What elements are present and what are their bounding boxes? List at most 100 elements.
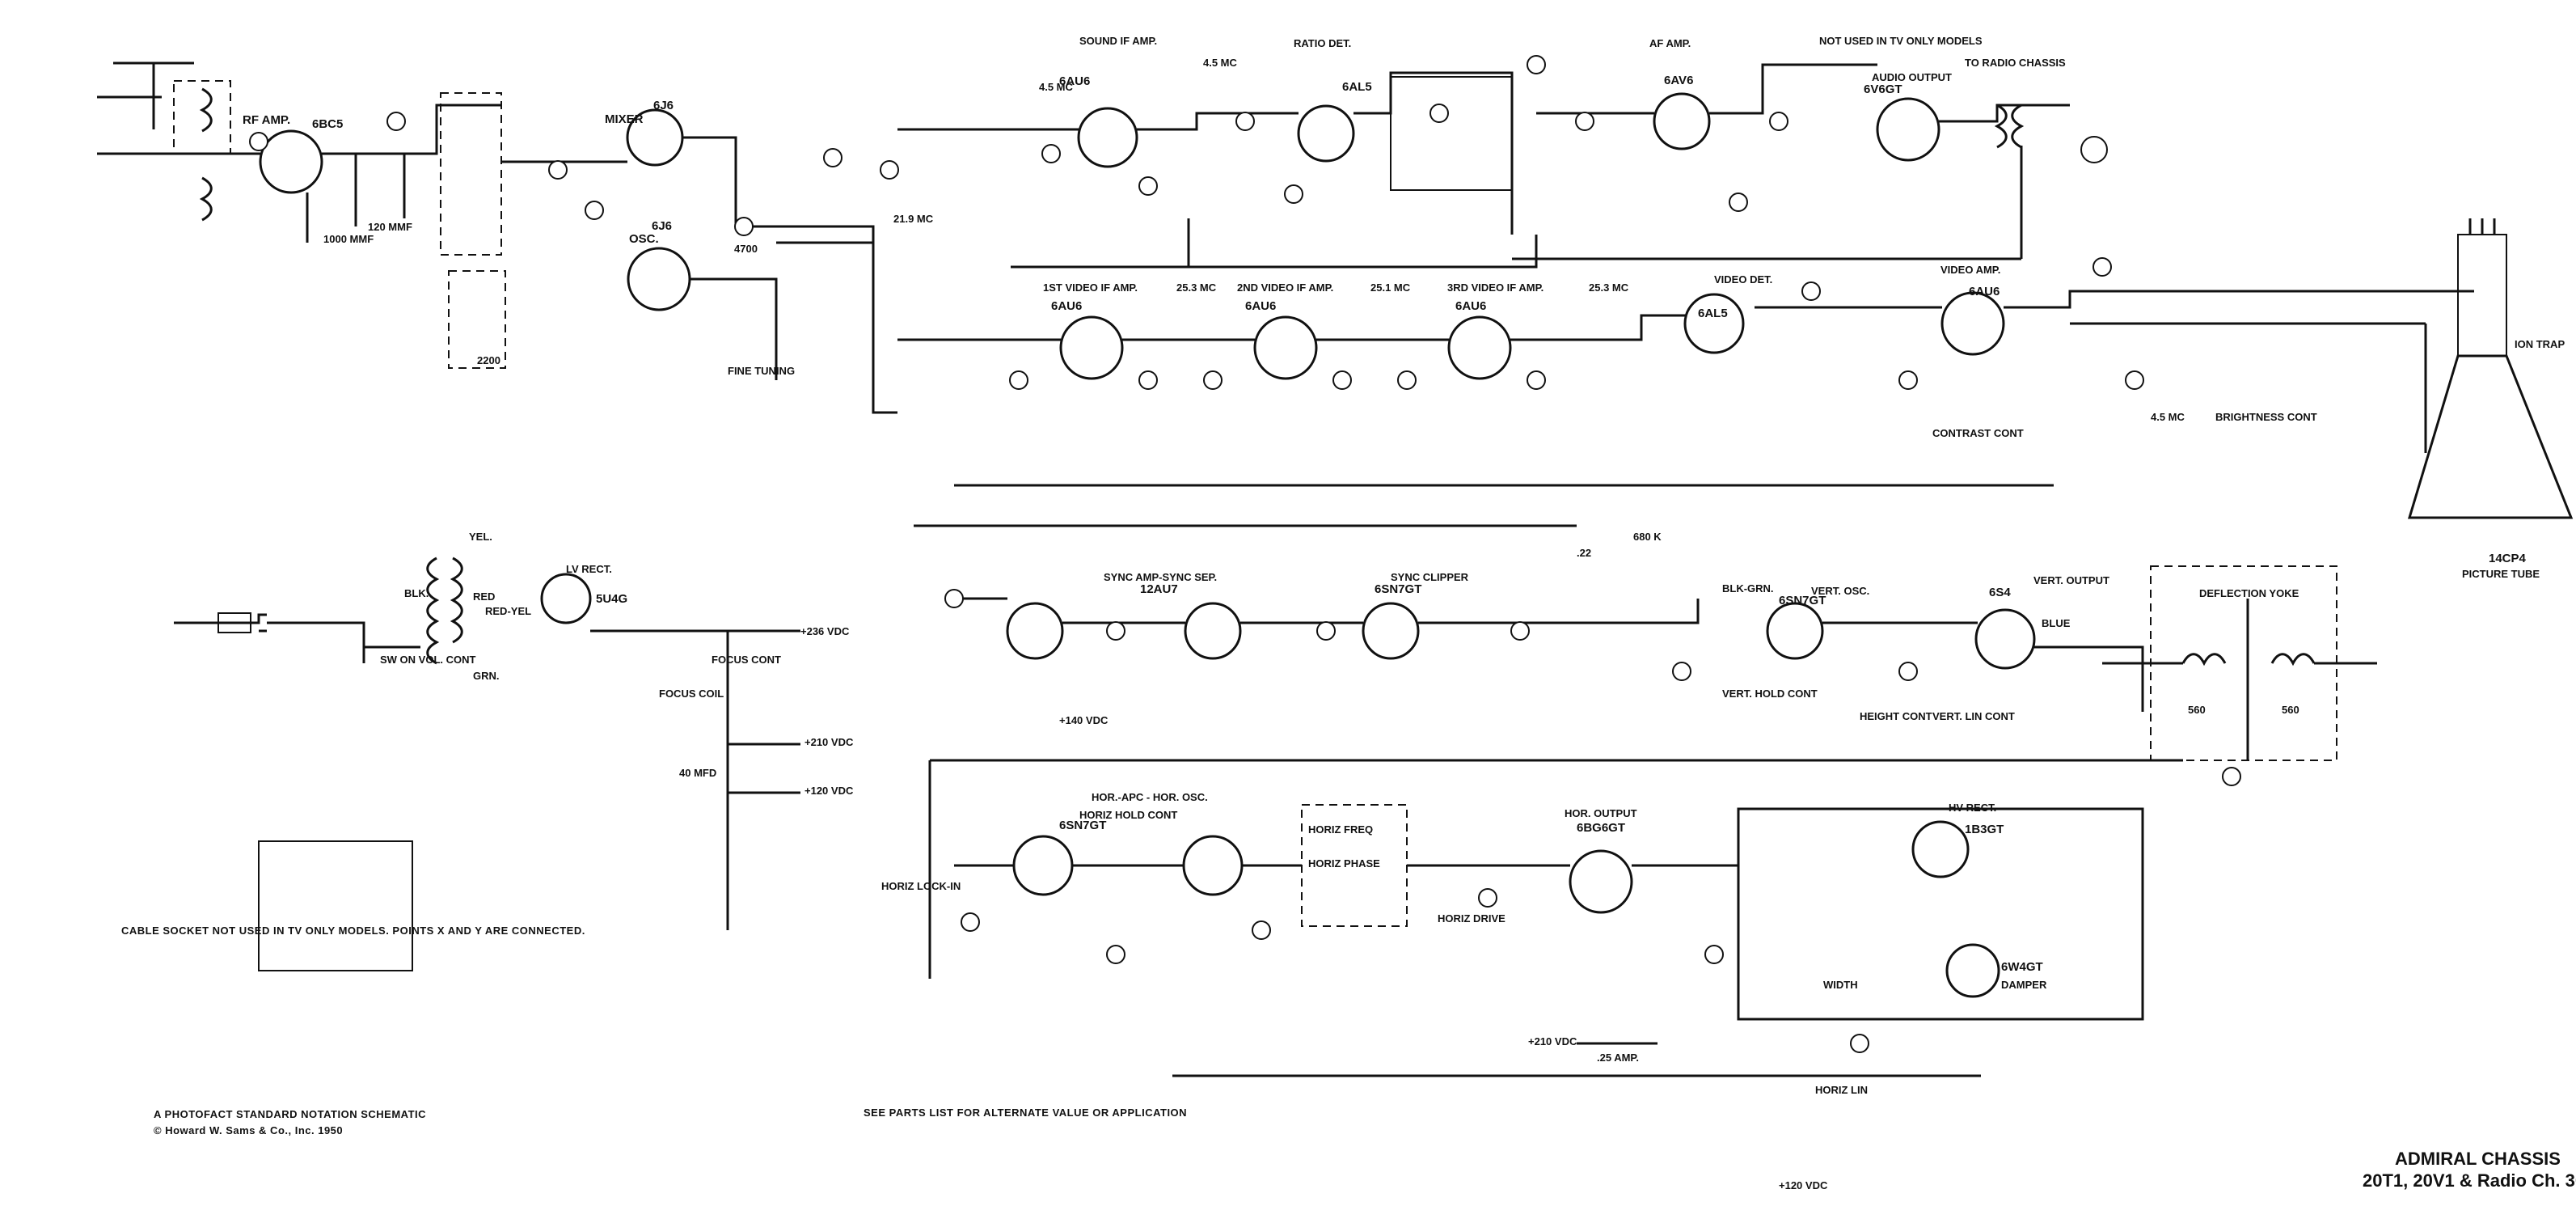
picture-tube: ION TRAP 14CP4 PICTURE TUBE <box>2407 218 2574 580</box>
wire-yel-label: YEL. <box>469 531 492 543</box>
mixer-osc-stage: MIXER 6J6 OSC. 6J6 FINE TUNING 4700 2200 <box>448 99 897 414</box>
not-used-label: NOT USED IN TV ONLY MODELS <box>1819 35 1983 47</box>
cable-socket <box>258 840 413 971</box>
audio-output-label: AUDIO OUTPUT <box>1872 71 1952 83</box>
copyright-note: © Howard W. Sams & Co., Inc. 1950 <box>154 1124 343 1136</box>
tube-v14 <box>540 573 592 624</box>
wire-red-label: RED <box>473 590 495 603</box>
tube-v7-type: 6V6GT <box>1864 83 1902 96</box>
horiz-freq-label: HORIZ FREQ <box>1308 823 1373 836</box>
video-det-label: VIDEO DET. <box>1714 273 1772 286</box>
tube-v17-type: 6SN7GT <box>1779 594 1826 607</box>
wire-blk-grn-label: BLK-GRN. <box>1722 582 1774 595</box>
horiz-drive-label: HORIZ DRIVE <box>1438 912 1505 925</box>
horiz-lin-label: HORIZ LIN <box>1815 1084 1868 1096</box>
tube-v9 <box>1253 315 1318 380</box>
sound-if-label: SOUND IF AMP. <box>1079 35 1157 47</box>
cable-socket-note: CABLE SOCKET NOT USED IN TV ONLY MODELS.… <box>121 925 585 937</box>
vert-output-label: VERT. OUTPUT <box>2033 574 2109 586</box>
horiz-phase-label: HORIZ PHASE <box>1308 857 1380 870</box>
focus-coil-label: FOCUS COIL <box>659 688 724 700</box>
tube-v20 <box>1569 849 1633 914</box>
c-22-value: .22 <box>1577 547 1591 559</box>
tube-v1-type: 6BC5 <box>312 117 343 131</box>
tube-v15-b <box>1184 602 1242 660</box>
tube-v8 <box>1059 315 1124 380</box>
bplus-210-label: +210 VDC <box>1528 1035 1577 1047</box>
sound-if-freq: 4.5 MC <box>1039 81 1074 93</box>
component-markers <box>249 55 2241 1053</box>
tube-v5-type: 6AL5 <box>1342 80 1372 94</box>
picture-tube-label: PICTURE TUBE <box>2462 568 2540 580</box>
sync-clipper-label: SYNC CLIPPER <box>1391 571 1469 583</box>
rf-amp-stage: RF AMP. 6BC5 1000 MMF 120 MMF <box>97 92 502 256</box>
tube-v21 <box>1911 820 1970 878</box>
tube-v12 <box>1940 291 2005 356</box>
b-236-label: +236 VDC <box>800 625 850 637</box>
yoke-560-a: 560 <box>2188 704 2206 716</box>
audio-section: AF AMP. 6AV6 AUDIO OUTPUT 6V6GT NOT USED… <box>1512 35 2108 260</box>
wire-red-yel-label: RED-YEL <box>485 605 531 617</box>
first-video-if-label: 1ST VIDEO IF AMP. <box>1043 281 1138 294</box>
tube-v4 <box>1077 107 1138 168</box>
tube-v11-type: 6AL5 <box>1698 307 1728 320</box>
tube-v16 <box>1362 602 1420 660</box>
tube-v19-b <box>1182 835 1244 896</box>
wire-blue-label: BLUE <box>2042 617 2071 629</box>
tube-v12-type: 6AU6 <box>1969 285 2000 298</box>
vert-hold-label: VERT. HOLD CONT <box>1722 688 1818 700</box>
ac-plug-icon <box>217 612 251 633</box>
title-line-2: 20T1, 20V1 & Radio Ch. 3C1 <box>2363 1170 2576 1191</box>
sync-section: SYNC AMP-SYNC SEP. 12AU7 SYNC CLIPPER 6S… <box>954 571 2144 726</box>
tube-v18-type: 6S4 <box>1989 586 2011 599</box>
tube-v3 <box>627 247 691 311</box>
ratio-det-label: RATIO DET. <box>1294 37 1351 49</box>
lv-rect-label: LV RECT. <box>566 563 612 575</box>
parts-list-note: SEE PARTS LIST FOR ALTERNATE VALUE OR AP… <box>864 1107 1187 1119</box>
wire-blk-label: BLK. <box>404 587 429 599</box>
notes-section: SEE PARTS LIST FOR ALTERNATE VALUE OR AP… <box>154 1107 2576 1191</box>
horiz-hold-label: HORIZ HOLD CONT <box>1079 809 1177 821</box>
brightness-cont-label: BRIGHTNESS CONT <box>2215 411 2317 423</box>
speaker-icon <box>2080 136 2108 163</box>
first-if-freq: 25.3 MC <box>1176 281 1217 294</box>
mixer-label: MIXER <box>605 112 644 126</box>
tube-v19-type: 6SN7GT <box>1059 819 1106 832</box>
tube-v8-type: 6AU6 <box>1051 299 1082 313</box>
tube-v21-type: 1B3GT <box>1965 823 2004 836</box>
second-if-freq: 25.1 MC <box>1370 281 1411 294</box>
yoke-560-b: 560 <box>2282 704 2299 716</box>
third-if-freq: 25.3 MC <box>1589 281 1629 294</box>
tube-v18 <box>1974 608 2036 670</box>
tube-v7 <box>1876 97 1940 162</box>
c-120-value: 120 MMF <box>368 221 412 233</box>
osc-2200-value: 2200 <box>477 354 500 366</box>
tube-v15-a <box>1006 602 1064 660</box>
power-supply-section: YEL. BLK. RED GRN. RED-YEL SW ON VOL. CO… <box>121 531 854 971</box>
title-line-1: ADMIRAL CHASSIS <box>2395 1149 2561 1169</box>
photofact-note: A PHOTOFACT STANDARD NOTATION SCHEMATIC <box>154 1108 426 1120</box>
sound-trap-freq: 4.5 MC <box>1203 57 1238 69</box>
tube-v4-type: 6AU6 <box>1059 74 1090 88</box>
tube-v15-type: 12AU7 <box>1140 582 1178 596</box>
af-amp-label: AF AMP. <box>1649 37 1691 49</box>
ion-trap-label: ION TRAP <box>2515 338 2565 350</box>
hor-apc-osc-label: HOR.-APC - HOR. OSC. <box>1092 791 1208 803</box>
tube-v19-a <box>1012 835 1074 896</box>
video-trap-freq: 4.5 MC <box>2151 411 2185 423</box>
tube-v17 <box>1766 602 1824 660</box>
fuse-label: .25 AMP. <box>1597 1052 1639 1064</box>
b-120-label: +120 VDC <box>804 785 854 797</box>
deflection-yoke: DEFLECTION YOKE 560 560 <box>2102 565 2377 761</box>
contrast-cont-label: CONTRAST CONT <box>1932 427 2024 439</box>
third-video-if-label: 3RD VIDEO IF AMP. <box>1447 281 1543 294</box>
tube-v2-type: 6J6 <box>653 99 674 112</box>
width-label: WIDTH <box>1823 979 1858 991</box>
antenna <box>97 61 231 154</box>
rf-amp-label: RF AMP. <box>243 113 290 127</box>
damper-label: DAMPER <box>2001 979 2047 991</box>
video-amp-section: VIDEO AMP. 6AU6 CONTRAST CONT 4.5 MC BRI… <box>1755 264 2474 453</box>
tube-v6 <box>1653 92 1711 150</box>
bplus-120-label: +120 VDC <box>1779 1179 1828 1191</box>
